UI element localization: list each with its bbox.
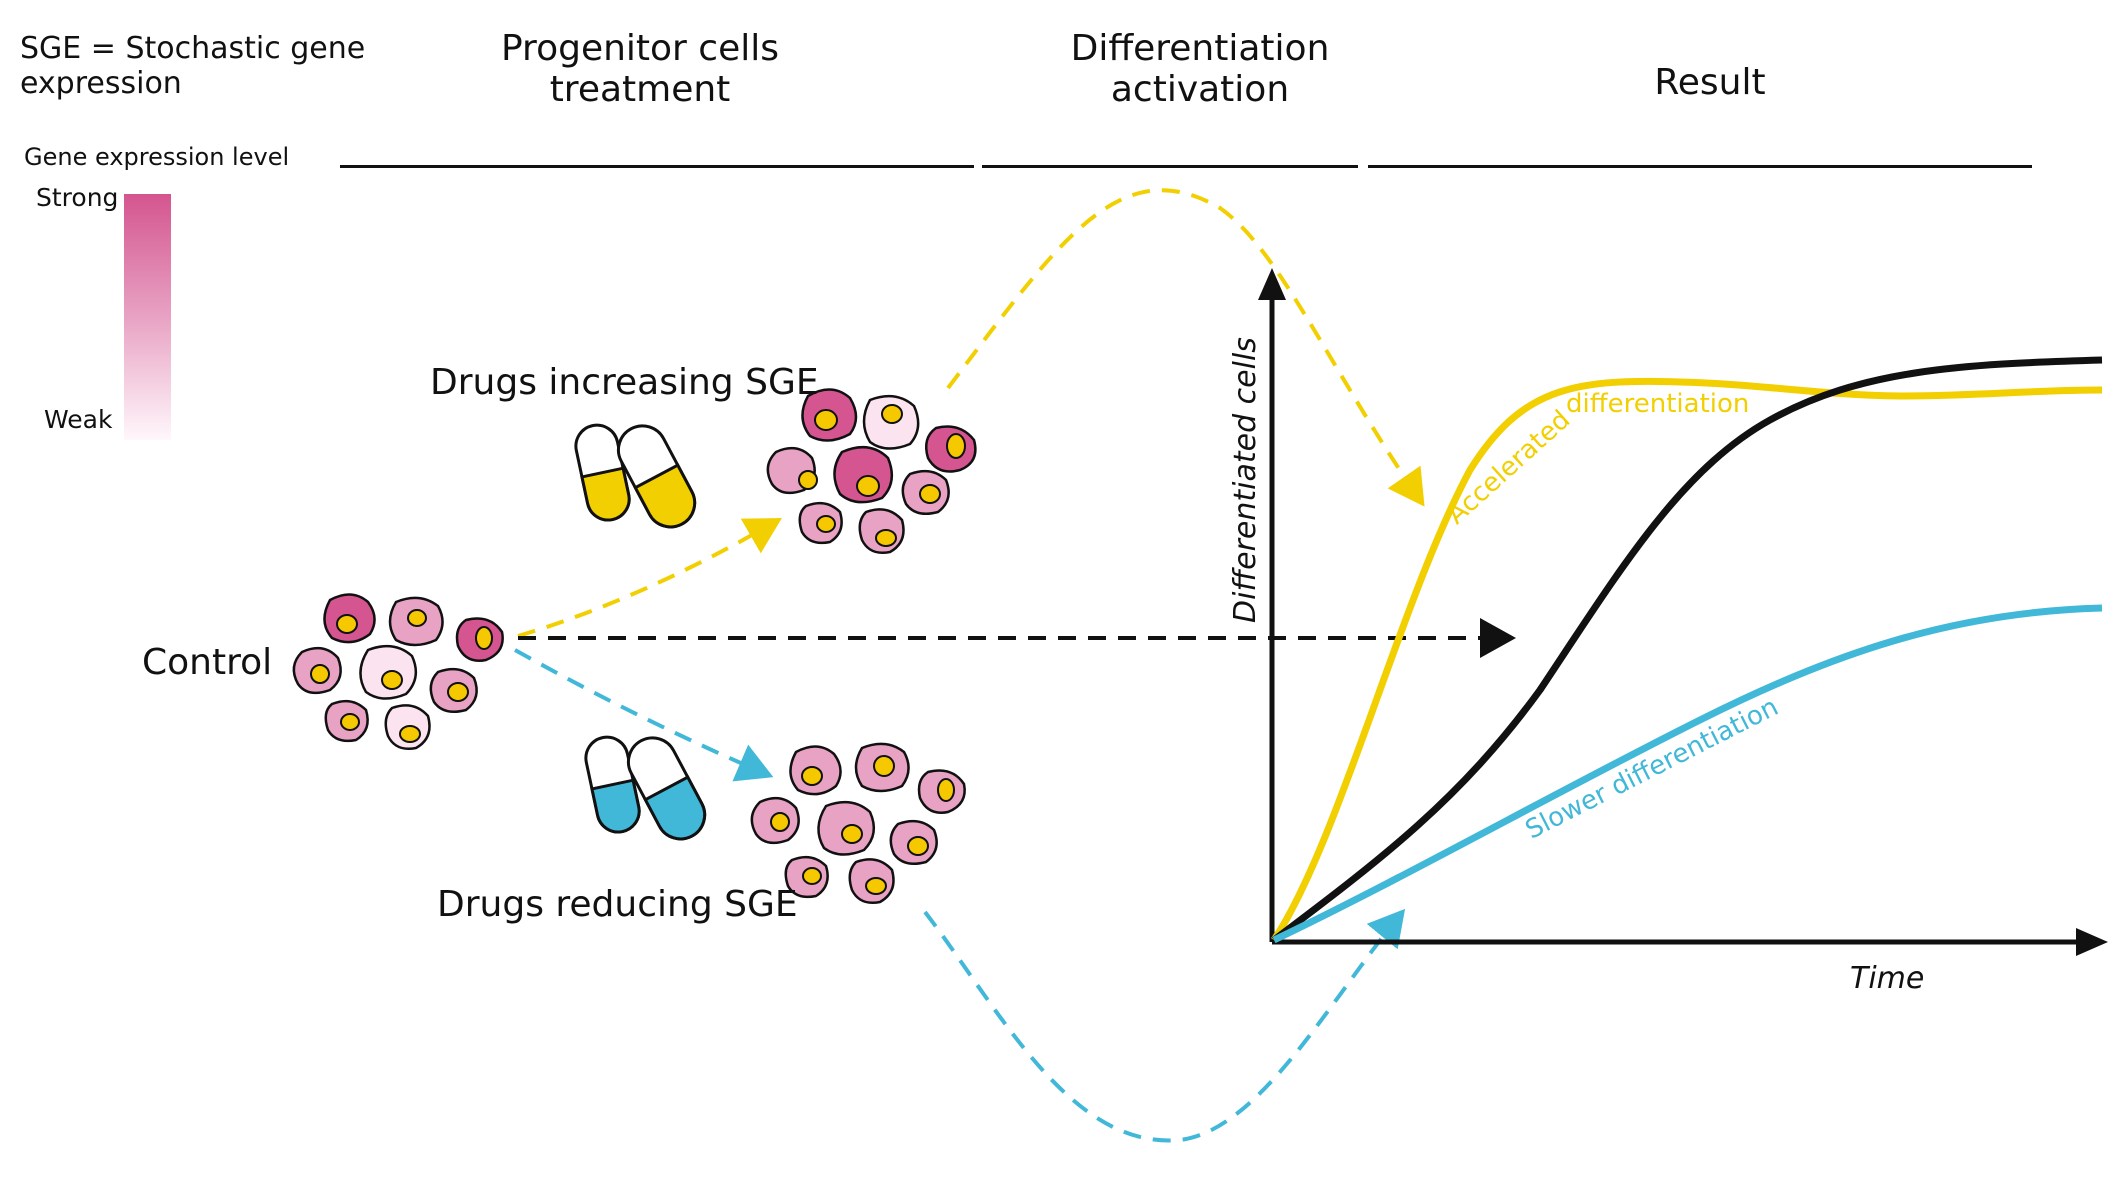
cell-nucleus <box>801 766 823 786</box>
cell-nucleus <box>875 529 897 547</box>
cell-nucleus <box>310 664 330 684</box>
y-axis-arrowhead <box>1258 268 1286 300</box>
sge-definition: SGE = Stochastic gene expression <box>20 31 366 101</box>
capsule-icon-reducing <box>584 735 707 841</box>
cell-nucleus <box>475 626 493 650</box>
expression-scale-title: Gene expression level <box>24 143 290 171</box>
stage-header-activation-line2: activation <box>1110 69 1290 111</box>
increasing-sge-label: Drugs increasing SGE <box>430 362 819 403</box>
reducing-sge-label: Drugs reducing SGE <box>437 884 798 925</box>
cell-nucleus <box>841 824 863 844</box>
stage-header-treatment-line2: treatment <box>549 69 731 111</box>
cell-nucleus <box>340 713 360 731</box>
x-axis-arrowhead <box>2076 928 2108 956</box>
cell-nucleus <box>407 609 427 627</box>
accelerated-curve <box>1271 377 2103 942</box>
reducing-to-slower-arrow <box>923 908 1406 1143</box>
y-axis-label: Differentiated cells <box>1227 337 1263 623</box>
sge-definition-line1: SGE = Stochastic gene <box>20 31 366 66</box>
stage-header-result-line1: Result <box>1654 62 1766 103</box>
stage-divider-activation <box>982 165 1358 168</box>
control-to-reducing-arrow <box>514 648 774 782</box>
control-to-increasing-arrow <box>517 517 782 638</box>
cell-cluster-control <box>292 593 504 750</box>
cell-nucleus <box>399 725 421 743</box>
expression-gradient-bar <box>124 194 171 440</box>
stage-header-activation: Differentiation activation <box>1050 28 1350 111</box>
cell-nucleus <box>770 812 790 832</box>
accelerated-label-part2: differentiation <box>1566 389 1750 419</box>
stage-divider-treatment <box>340 165 974 168</box>
slower-curve <box>1272 604 2103 944</box>
cell-nucleus <box>865 877 887 895</box>
increasing-to-accelerated-arrow <box>946 188 1425 507</box>
result-chart <box>1258 268 2108 956</box>
cell-nucleus <box>336 614 358 634</box>
stage-divider-result <box>1368 165 2032 168</box>
cell-nucleus <box>798 470 818 490</box>
stage-header-activation-line1: Differentiation <box>1070 28 1330 69</box>
cell-nucleus <box>816 515 836 533</box>
cell-nucleus <box>856 475 880 497</box>
cell-nucleus <box>937 778 955 802</box>
cell-nucleus <box>881 404 903 424</box>
stage-header-treatment: Progenitor cells treatment <box>490 28 790 111</box>
control-label: Control <box>142 642 273 683</box>
cell-nucleus <box>907 836 929 856</box>
cell-nucleus <box>919 484 941 504</box>
x-axis-label: Time <box>1850 961 1925 996</box>
cell-nucleus <box>814 409 838 431</box>
cell-cluster-increasing <box>766 388 977 554</box>
expression-scale-strong: Strong <box>36 183 119 212</box>
cell-nucleus <box>802 867 822 885</box>
sge-definition-line2: expression <box>20 65 182 101</box>
cell-nucleus <box>946 433 966 459</box>
cell-nucleus <box>873 755 895 777</box>
capsule-icon-increasing <box>574 423 697 529</box>
stage-header-result: Result <box>1560 62 1860 103</box>
cell-cluster-reducing <box>750 742 966 904</box>
control-curve <box>1271 356 2103 943</box>
cell-nucleus <box>381 670 403 690</box>
stage-header-treatment-line1: Progenitor cells <box>500 28 779 69</box>
expression-scale-weak: Weak <box>44 405 113 434</box>
cell-nucleus <box>447 682 469 702</box>
